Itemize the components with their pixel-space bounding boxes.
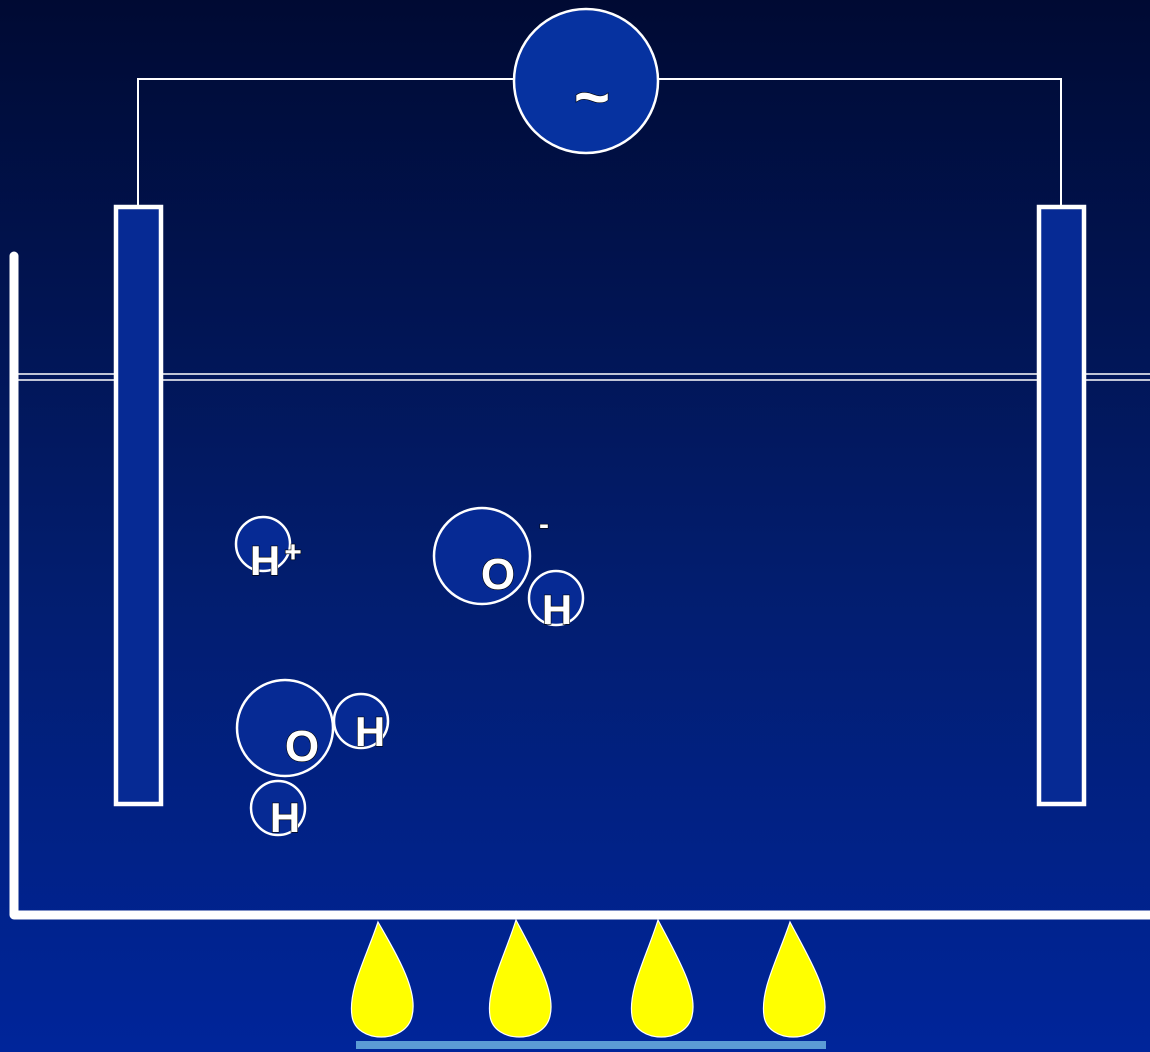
ac-power-source: ~ xyxy=(514,9,658,153)
hydrogen-ion-symbol: H xyxy=(250,537,280,584)
hydroxide-hydrogen-symbol: H xyxy=(542,586,572,633)
water-hydrogen-1-symbol: H xyxy=(355,708,385,755)
water-oxygen-symbol: O xyxy=(285,722,319,771)
ac-symbol: ~ xyxy=(574,63,610,132)
electrode-left xyxy=(116,207,161,804)
electrode-right xyxy=(1039,207,1084,804)
hydroxide-oxygen-symbol: O xyxy=(481,550,515,599)
burner-base xyxy=(356,1041,826,1049)
hydroxide-charge: - xyxy=(539,508,549,541)
hydrogen-ion-charge: + xyxy=(284,536,302,569)
water-hydrogen-2-symbol: H xyxy=(270,794,300,841)
